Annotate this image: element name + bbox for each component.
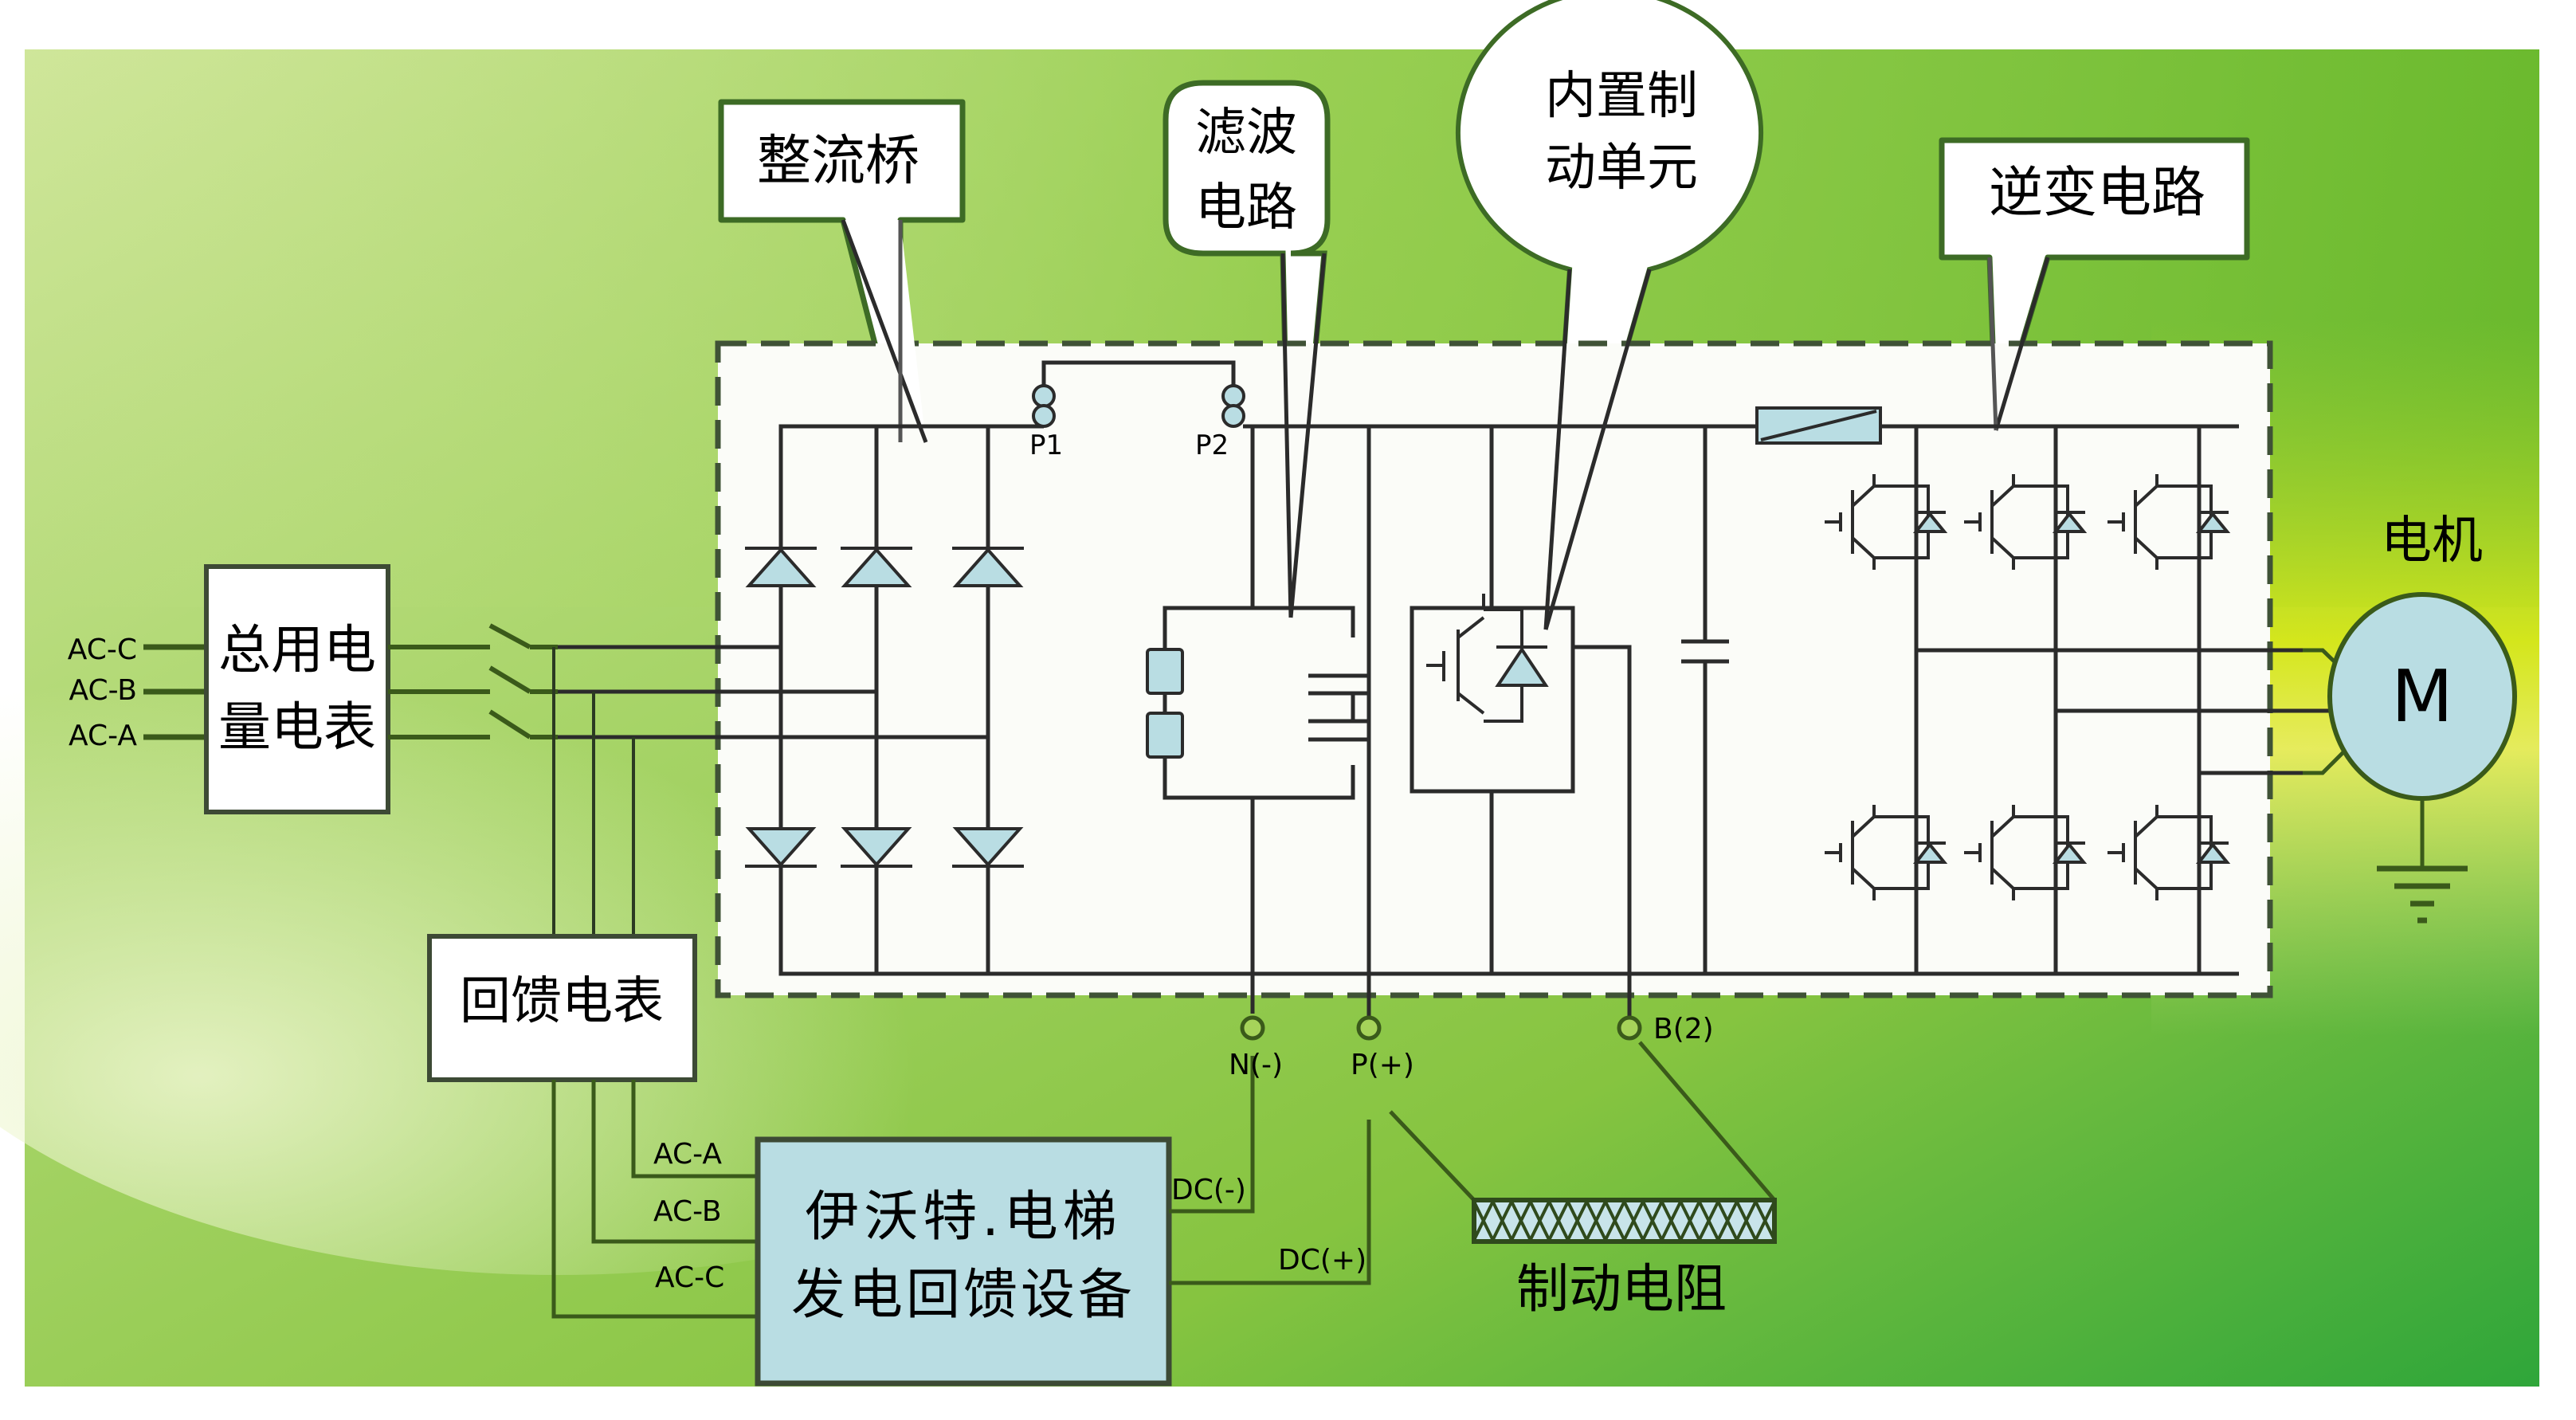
igbt-switch	[1964, 474, 2088, 570]
filter-capacitors	[1308, 637, 1370, 765]
diode-lower	[952, 827, 1024, 868]
inrush-resistor	[1755, 406, 1882, 445]
diode-upper	[841, 547, 912, 587]
inverter-igbts	[1825, 474, 2231, 900]
feedback-meter-label: 回馈电表	[460, 972, 664, 1031]
dc-minus-label: DC(-)	[1171, 1174, 1246, 1206]
igbt-switch	[1825, 805, 1948, 900]
igbt-switch	[1825, 474, 1948, 570]
feedback-ac-b-label: AC-B	[653, 1195, 722, 1228]
rectifier-diodes	[745, 547, 1024, 868]
diode-lower	[745, 827, 817, 868]
terminal-p1	[1032, 384, 1056, 428]
brake-resistor-label: 制动电阻	[1516, 1258, 1727, 1320]
brake-resistor	[1389, 1041, 1777, 1244]
main-meter: 总用电 量电表 AC-C AC-B AC-A	[68, 564, 390, 814]
drive-enclosure	[715, 340, 2273, 998]
terminal-b2-label: B(2)	[1653, 1013, 1714, 1045]
callout-inverter-text: 逆变电路	[1989, 162, 2205, 225]
ac-b-input-label: AC-B	[69, 674, 137, 707]
callout-tails	[841, 219, 2050, 630]
terminal-p2	[1221, 384, 1245, 428]
callout-filter-line1: 滤波	[1195, 104, 1297, 163]
terminal-b2: B(2)	[1617, 1013, 1714, 1045]
diode-upper	[745, 547, 817, 587]
motor-title: 电机	[2381, 512, 2483, 571]
callout-brake-unit-line1: 内置制	[1545, 67, 1698, 126]
terminal-p-label: P(+)	[1351, 1049, 1414, 1081]
dc-plus-label: DC(+)	[1278, 1244, 1366, 1277]
terminal-p2-label: P2	[1195, 430, 1229, 461]
feedback-device-line1: 伊沃特.电梯	[805, 1186, 1122, 1249]
bus-capacitor	[1681, 639, 1729, 664]
diode-lower	[841, 827, 912, 868]
callout-filter-line2: 电路	[1195, 178, 1297, 237]
callout-rectifier-text: 整流桥	[757, 130, 919, 193]
igbt-switch	[1964, 805, 2088, 900]
diode-upper	[952, 547, 1024, 587]
terminal-n-label: N(-)	[1229, 1049, 1283, 1081]
callout-brake-unit: 内置制 动单元	[1456, 0, 1763, 630]
igbt-switch	[2107, 805, 2231, 900]
motor-symbol: M	[2391, 655, 2453, 739]
feedback-ac-wires	[551, 1080, 758, 1319]
terminal-p1-label: P1	[1029, 430, 1063, 461]
feedback-device-line2: 发电回馈设备	[791, 1264, 1135, 1327]
feedback-device: 伊沃特.电梯 发电回馈设备 AC-A AC-B AC-C DC(-) DC(+)	[653, 1136, 1366, 1387]
ac-c-input-label: AC-C	[68, 634, 137, 666]
callout-brake-unit-line2: 动单元	[1545, 139, 1698, 198]
terminal-n: N(-)	[1229, 1015, 1283, 1081]
feedback-taps	[552, 647, 635, 936]
callout-inverter: 逆变电路	[1939, 137, 2250, 433]
feedback-ac-a-label: AC-A	[653, 1138, 722, 1171]
resistor-zigzag	[1472, 1198, 1776, 1244]
ac-a-input-label: AC-A	[69, 720, 137, 752]
feedback-ac-c-label: AC-C	[655, 1261, 724, 1294]
main-meter-line2: 量电表	[218, 696, 376, 758]
brake-igbt	[1426, 594, 1549, 723]
filter-inductor	[1146, 648, 1184, 759]
terminal-p: P(+)	[1351, 1015, 1414, 1081]
motor: M	[2303, 592, 2517, 924]
feedback-meter: 回馈电表	[427, 934, 697, 1082]
circuit-wiring	[558, 360, 2335, 1028]
main-meter-line1: 总用电	[218, 619, 376, 681]
resistor-zigzag	[1472, 1198, 1776, 1244]
igbt-switch	[2107, 474, 2231, 570]
feedback-dc-wires	[1169, 1056, 1371, 1285]
